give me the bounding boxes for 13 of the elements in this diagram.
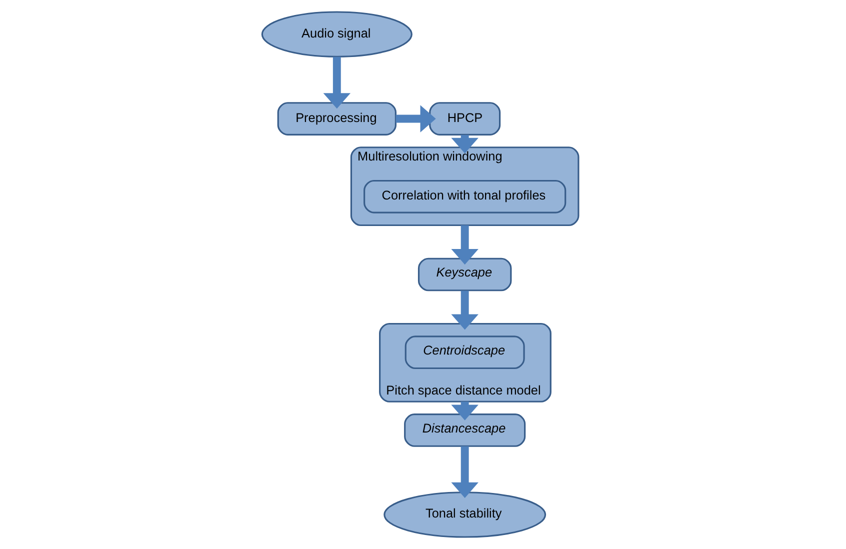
arrow bbox=[450, 446, 478, 498]
arrow bbox=[395, 105, 436, 132]
arrow bbox=[322, 56, 350, 109]
node-box: Preprocessing bbox=[276, 102, 396, 136]
node-box: HPCP bbox=[428, 102, 500, 136]
node-ellipse: Audio signal bbox=[260, 11, 412, 58]
node-box: Correlation with tonal profiles bbox=[363, 180, 566, 214]
node-box: Distancescape bbox=[404, 414, 526, 447]
node-box: Centroidscape bbox=[404, 336, 524, 370]
arrow bbox=[450, 225, 478, 265]
node-ellipse: Tonal stability bbox=[383, 492, 546, 538]
node-box: Keyscape bbox=[417, 258, 512, 292]
arrow bbox=[450, 290, 478, 330]
